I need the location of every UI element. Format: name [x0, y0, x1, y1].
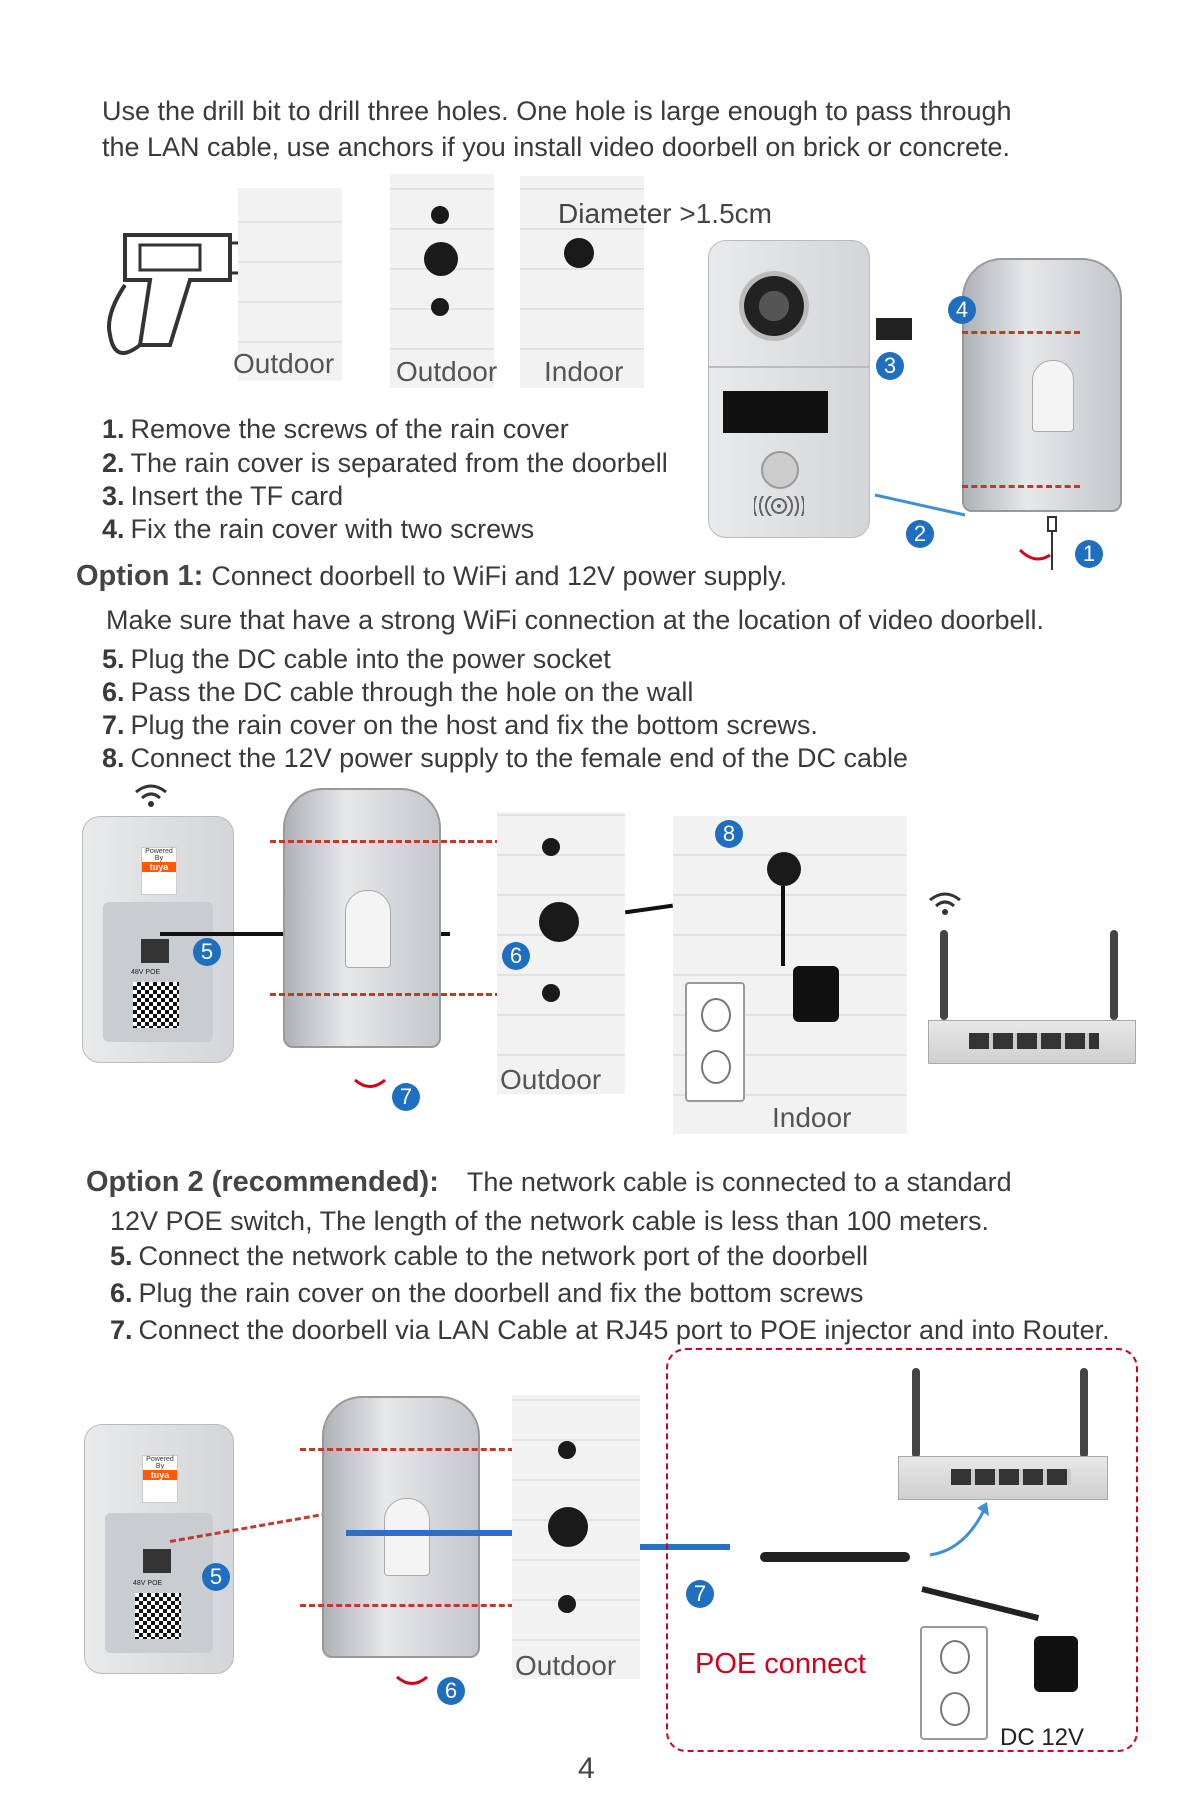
guide-line — [300, 1604, 550, 1607]
diameter-label: Diameter >1.5cm — [558, 198, 772, 229]
wall-indoor-2-label: Indoor — [772, 1102, 852, 1133]
wall-indoor-label: Indoor — [544, 356, 624, 387]
option-1-heading: Option 1: Connect doorbell to WiFi and 1… — [76, 560, 788, 592]
guide-line — [270, 840, 555, 843]
camera-lens-icon — [739, 271, 809, 341]
qr-code — [135, 1593, 181, 1639]
large-hole — [564, 238, 594, 268]
wall-indoor-2 — [673, 816, 907, 1134]
option-2-line-2: 12V POE switch, The length of the networ… — [110, 1206, 989, 1236]
rain-cover — [962, 258, 1122, 512]
step-5: 5.Plug the DC cable into the power socke… — [102, 644, 611, 674]
small-hole — [542, 984, 560, 1002]
wifi-icon — [929, 892, 961, 915]
large-hole — [424, 242, 458, 276]
router-antenna — [1110, 930, 1118, 1020]
badge-3: 3 — [876, 352, 904, 380]
step-5b: 5.Connect the network cable to the netwo… — [110, 1241, 868, 1271]
step-1: 1.Remove the screws of the rain cover — [102, 414, 569, 444]
large-hole — [539, 902, 579, 942]
step-7b: 7.Connect the doorbell via LAN Cable at … — [110, 1315, 1110, 1345]
bell-button-icon — [761, 451, 799, 489]
badge-2: 2 — [906, 520, 934, 548]
page-number: 4 — [578, 1752, 595, 1785]
wifi-icon — [135, 784, 167, 807]
ir-panel — [723, 391, 828, 433]
option-1-note: Make sure that have a strong WiFi connec… — [106, 605, 1045, 635]
tuya-badge: Powered By tuya — [141, 847, 177, 895]
badge-8: 8 — [715, 820, 743, 848]
tf-card-icon — [876, 318, 912, 340]
tuya-badge: Powered By tuya — [142, 1455, 178, 1503]
wall-outdoor-2-label: Outdoor — [396, 356, 498, 387]
wall-outdoor-2 — [390, 174, 494, 388]
wall-outdoor-4-label: Outdoor — [515, 1650, 617, 1681]
power-adapter-icon — [1034, 1636, 1078, 1692]
wall-outdoor-4 — [512, 1395, 640, 1679]
step-2: 2.The rain cover is separated from the d… — [102, 448, 668, 478]
doorbell-back-2: Powered By tuya 48V POE — [84, 1424, 234, 1674]
guide-line — [962, 331, 1080, 334]
large-hole — [548, 1507, 588, 1547]
guide-line — [300, 1448, 550, 1451]
router-antenna — [912, 1368, 920, 1458]
small-hole — [542, 838, 560, 856]
badge-6: 6 — [502, 942, 530, 970]
small-hole — [431, 298, 449, 316]
router-antenna — [1080, 1368, 1088, 1458]
wall-outdoor-1-label: Outdoor — [233, 348, 335, 379]
rj45-port-icon — [143, 1549, 171, 1573]
large-hole — [767, 852, 801, 886]
dc-12v-label: DC 12V — [1000, 1724, 1085, 1751]
guide-line — [962, 485, 1080, 488]
power-outlet-icon — [920, 1626, 988, 1740]
network-cable — [346, 1530, 566, 1536]
router-icon — [898, 1456, 1108, 1500]
step-7: 7.Plug the rain cover on the host and fi… — [102, 710, 818, 740]
speaker-icon — [754, 496, 804, 516]
step-4: 4.Fix the rain cover with two screws — [102, 514, 535, 544]
arrow-icon — [874, 493, 966, 517]
badge-7b: 7 — [686, 1580, 714, 1608]
guide-line — [270, 993, 555, 996]
dc-cable — [624, 903, 674, 915]
option-2-heading: Option 2 (recommended):The network cable… — [86, 1166, 1012, 1198]
rotate-arrow-icon — [396, 1675, 428, 1685]
step-8: 8.Connect the 12V power supply to the fe… — [102, 743, 909, 773]
poe-connect-label: POE connect — [695, 1648, 866, 1680]
power-outlet-icon — [685, 982, 745, 1102]
router-antenna — [940, 930, 948, 1020]
small-hole — [558, 1441, 576, 1459]
rain-cover-2 — [322, 1396, 480, 1658]
intro-line-2: the LAN cable, use anchors if you instal… — [102, 132, 1010, 162]
poe-injector-icon — [760, 1552, 910, 1562]
badge-5b: 5 — [202, 1563, 230, 1591]
screwdriver-icon — [1018, 516, 1057, 570]
wall-outdoor-3-label: Outdoor — [500, 1064, 602, 1095]
rj45-port-icon — [141, 939, 169, 963]
arrow-icon — [929, 1502, 989, 1557]
badge-4: 4 — [948, 296, 976, 324]
power-adapter-icon — [793, 966, 839, 1022]
badge-6b: 6 — [437, 1677, 465, 1705]
qr-code — [133, 982, 179, 1028]
step-6: 6.Pass the DC cable through the hole on … — [102, 677, 694, 707]
rotate-arrow-icon — [354, 1078, 386, 1088]
rain-cover-1 — [283, 788, 441, 1048]
badge-7: 7 — [392, 1083, 420, 1111]
badge-5: 5 — [193, 938, 221, 966]
network-cable — [640, 1544, 730, 1550]
wall-outdoor-3 — [497, 812, 625, 1094]
router-icon — [928, 1020, 1136, 1064]
step-6b: 6.Plug the rain cover on the doorbell an… — [110, 1278, 864, 1308]
wall-outdoor-1 — [238, 188, 342, 381]
small-hole — [558, 1595, 576, 1613]
badge-1: 1 — [1075, 540, 1103, 568]
poe-connect-box — [666, 1348, 1138, 1752]
small-hole — [431, 206, 449, 224]
wall-indoor — [520, 176, 644, 388]
doorbell-front — [708, 240, 870, 538]
intro-line-1: Use the drill bit to drill three holes. … — [102, 96, 1012, 126]
step-3: 3.Insert the TF card — [102, 481, 344, 511]
